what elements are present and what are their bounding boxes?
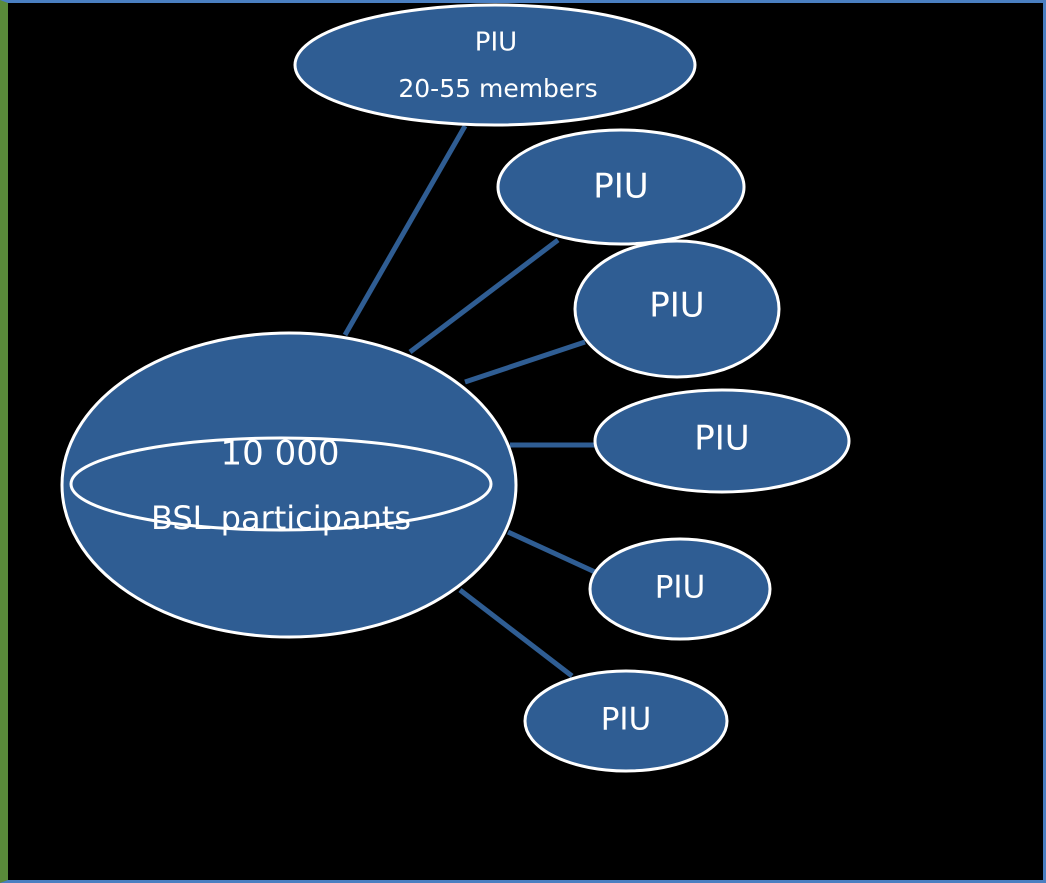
connector-4 — [506, 529, 597, 575]
hub-caption: BSL participants — [151, 499, 411, 537]
node-4-shape — [588, 537, 772, 641]
node-4-label: PIU — [655, 570, 706, 606]
node-top-shape — [293, 3, 697, 127]
node-5-shape — [523, 669, 729, 773]
node-2-label: PIU — [649, 286, 704, 326]
node-3-shape — [593, 388, 851, 494]
node-top-title: PIU — [475, 28, 517, 58]
hub-outer-shape — [60, 331, 518, 639]
node-1-shape — [496, 128, 746, 246]
node-1: PIU — [496, 128, 746, 246]
node-top-subtitle: 20-55 members — [398, 74, 597, 103]
node-5: PIU — [523, 669, 729, 773]
hub-inner-ring — [69, 436, 493, 532]
node-2-shape — [573, 239, 781, 379]
connector-5 — [458, 588, 574, 678]
node-3-label: PIU — [694, 419, 749, 459]
connectors — [342, 124, 600, 678]
node-2: PIU — [573, 239, 781, 379]
node-3: PIU — [593, 388, 851, 494]
hub-node: 10 000 BSL participants — [60, 331, 518, 639]
connector-1 — [408, 238, 560, 354]
node-1-label: PIU — [593, 167, 648, 207]
hub-count: 10 000 — [221, 434, 340, 474]
connector-top — [342, 124, 468, 337]
connector-2 — [464, 339, 586, 385]
node-4: PIU — [588, 537, 772, 641]
node-top: PIU 20-55 members — [293, 3, 697, 127]
node-5-label: PIU — [601, 702, 652, 738]
